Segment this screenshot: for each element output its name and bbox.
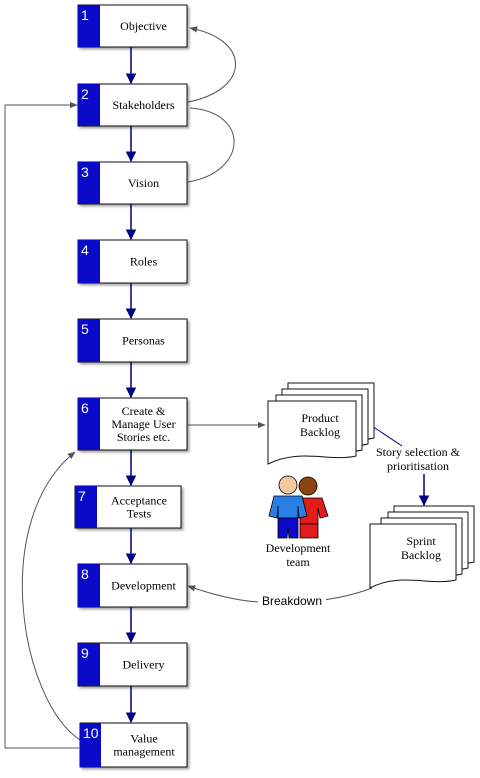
development-team-icon: Development team [266,475,331,569]
step-number-block [80,723,101,767]
step-number-block [78,240,100,283]
arrow-breakdown-to-development [187,585,259,603]
step-number-1: 1 [81,7,89,23]
step-label-10-line-2: management [113,745,175,759]
step-label-6-line-1: Create & [122,404,166,418]
step-label-1-line-1: Objective [120,19,167,33]
step-label-6-line-3: Stories etc. [117,430,170,444]
sprint-backlog-sheet-1 [369,523,457,589]
product-backlog: Product Backlog [267,382,375,465]
breakdown-label-bg [258,592,326,609]
step-number-4: 4 [81,242,89,258]
loop-vision-to-stakeholders [187,107,235,183]
step-number-5: 5 [81,321,89,337]
step-number-2: 2 [81,86,89,102]
loop-stakeholders-to-objective [187,26,236,103]
step-label-10-line-1: Value [130,732,157,746]
step-number-block [78,398,100,450]
step-label-2-line-1: Stakeholders [113,98,175,112]
feedback-arrows [4,26,430,749]
development-team-label-2: team [286,555,310,569]
step-label-9-line-1: Delivery [123,658,165,672]
step-label-8-line-1: Development [111,579,176,593]
step-number-block [78,84,100,126]
line-product-to-story-selection [371,425,403,447]
product-backlog-sheet-1 [267,400,357,465]
step-number-9: 9 [81,645,89,661]
sprint-backlog-label-1: Sprint [406,534,436,548]
product-backlog-label-1: Product [301,411,339,425]
sprint-backlog: Sprint Backlog [369,505,475,589]
breakdown-label: Breakdown [262,594,322,608]
step-number-10: 10 [83,725,99,741]
step-number-block [78,319,100,362]
sprint-backlog-label-2: Backlog [401,548,441,562]
step-label-4-line-1: Roles [130,255,158,269]
step-number-block [78,162,100,204]
step-label-3-line-1: Vision [128,176,159,190]
step-number-7: 7 [78,488,86,504]
product-backlog-label-2: Backlog [300,425,340,439]
step-label-5-line-1: Personas [122,334,165,348]
step-number-3: 3 [81,164,89,180]
story-selection-label-1: Story selection & [376,445,461,459]
person-blue-icon [268,475,308,539]
story-selection-label-2: prioritisation [387,459,449,473]
loop-value-to-stakeholders [4,101,79,749]
step-label-6-line-2: Manage User [111,417,175,431]
step-label-7-line-2: Tests [127,507,152,521]
step-number-block [78,564,100,607]
development-team-label-1: Development [266,541,331,555]
step-label-7-line-1: Acceptance [111,494,167,508]
step-number-block [78,643,100,686]
step-number-block [75,486,97,528]
step-number-6: 6 [81,400,89,416]
loop-value-to-stories [21,451,81,741]
step-number-block [78,5,100,47]
step-number-8: 8 [81,566,89,582]
